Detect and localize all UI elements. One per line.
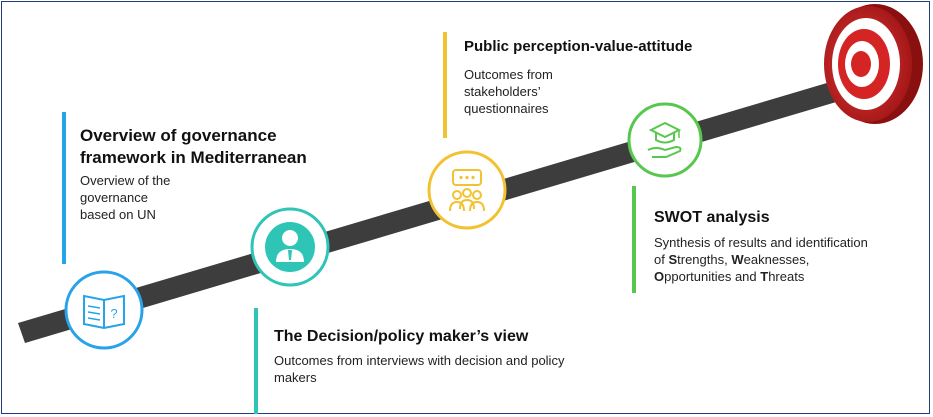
- strengths-rest: trengths,: [677, 252, 732, 267]
- step3-desc-line1: Outcomes from: [464, 67, 553, 82]
- step4-desc-line1: Synthesis of results and identification: [654, 235, 868, 250]
- weaknesses-rest: eaknesses,: [743, 252, 810, 267]
- weaknesses-initial: W: [731, 252, 744, 267]
- threats-initial: T: [760, 269, 769, 284]
- target-icon: [824, 4, 923, 124]
- book-question-icon: ?: [64, 270, 144, 350]
- step1-desc-line2: governance: [80, 190, 148, 205]
- step3-bar: [443, 32, 447, 138]
- step4-bar: [632, 186, 636, 293]
- svg-text:?: ?: [110, 306, 117, 321]
- step1-desc-line1: Overview of the: [80, 173, 171, 188]
- step2-desc-line2: makers: [274, 370, 317, 385]
- step4-desc-line3: Opportunities and Threats: [654, 268, 924, 285]
- step1-bar: [62, 112, 66, 264]
- step2-description: Outcomes from interviews with decision a…: [274, 352, 564, 386]
- opportunities-initial: O: [654, 269, 665, 284]
- opportunities-rest: pportunities and: [664, 269, 761, 284]
- step1-title: Overview of governance framework in Medi…: [80, 125, 307, 169]
- group-discussion-icon: [427, 150, 507, 230]
- step2-bar: [254, 308, 258, 414]
- step3-desc-line3: questionnaires: [464, 101, 549, 116]
- threats-rest: hreats: [768, 269, 805, 284]
- step4-desc-line2-prefix: of: [654, 252, 669, 267]
- graduation-cap-hand-icon: [627, 102, 703, 178]
- step1-description: Overview of the governance based on UN: [80, 172, 170, 223]
- person-tie-icon: [250, 207, 330, 287]
- step3-title: Public perception-value-attitude: [464, 38, 693, 55]
- step3-desc-line2: stakeholders’: [464, 84, 541, 99]
- step1-title-line1: Overview of governance: [80, 126, 277, 145]
- strengths-initial: S: [668, 252, 678, 267]
- step4-description: Synthesis of results and identification …: [654, 234, 924, 285]
- step1-desc-line3: based on UN: [80, 207, 156, 222]
- step4-title: SWOT analysis: [654, 209, 770, 226]
- step4-desc-line2: of Strengths, Weaknesses,: [654, 251, 924, 268]
- step2-title: The Decision/policy maker’s view: [274, 328, 529, 345]
- step2-desc-line1: Outcomes from interviews with decision a…: [274, 353, 565, 368]
- step3-description: Outcomes from stakeholders’ questionnair…: [464, 66, 553, 117]
- step1-title-line2: framework in Mediterranean: [80, 148, 307, 167]
